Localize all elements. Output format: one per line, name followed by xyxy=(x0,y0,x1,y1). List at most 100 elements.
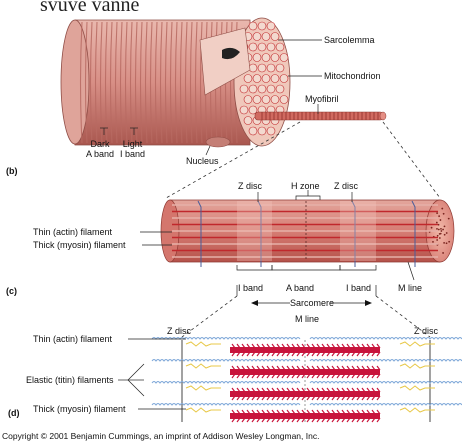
fibril-end xyxy=(267,64,275,72)
actin-filament xyxy=(152,360,300,362)
fibril-end xyxy=(244,96,252,104)
titin-coil xyxy=(186,386,221,390)
fibril-end xyxy=(244,117,252,125)
label-h-zone: H zone xyxy=(291,181,320,191)
actin-filament xyxy=(310,404,462,406)
fibril-end xyxy=(253,96,261,104)
fibril-end xyxy=(249,64,257,72)
label-light-i-band: Light I band xyxy=(120,139,145,159)
fibril-end xyxy=(280,75,288,83)
titin-coil xyxy=(186,408,221,412)
filament-end-dot xyxy=(448,241,450,243)
label-nucleus: Nucleus xyxy=(186,156,219,166)
label-myofibril: Myofibril xyxy=(305,94,339,104)
fibril-end xyxy=(267,127,275,135)
filament-end-dot xyxy=(442,252,444,254)
fibril-end xyxy=(262,33,270,41)
copyright-notice: Copyright © 2001 Benjamin Cummings, an i… xyxy=(2,431,319,441)
fibril-end xyxy=(267,85,275,93)
fibril-end xyxy=(276,43,284,51)
filament-end-dot xyxy=(444,225,446,227)
fibril-end xyxy=(271,75,279,83)
label-z-disc-d-left: Z disc xyxy=(167,326,191,336)
fibril-end xyxy=(262,75,270,83)
filament-end-dot xyxy=(448,218,450,220)
fibril-end xyxy=(267,22,275,30)
label-m-line-c: M line xyxy=(398,283,422,293)
fibril-end xyxy=(258,64,266,72)
actin-filament xyxy=(152,382,300,384)
filament-end-dot xyxy=(431,227,433,229)
fibril-end xyxy=(271,33,279,41)
label-mitochondrion: Mitochondrion xyxy=(324,71,381,81)
fibril-end xyxy=(280,54,288,62)
label-sarcolemma: Sarcolemma xyxy=(324,35,375,45)
fibril-end xyxy=(244,75,252,83)
fibril-end xyxy=(253,54,261,62)
fibril-end xyxy=(249,127,257,135)
filament-end-dot xyxy=(440,228,442,230)
filament-end-dot xyxy=(444,234,446,236)
label-i-band-left: I band xyxy=(238,283,263,293)
filament-end-dot xyxy=(440,230,442,232)
filament-end-dot xyxy=(443,242,445,244)
actin-filament xyxy=(310,360,462,362)
fibril-end xyxy=(258,43,266,51)
nucleus-shape xyxy=(206,137,230,147)
filament-end-dot xyxy=(432,241,434,243)
myofibril-segment xyxy=(161,200,454,267)
filament-end-dot xyxy=(436,212,438,214)
panel-label-b: (b) xyxy=(6,166,18,176)
muscle-fiber xyxy=(61,18,290,147)
fibril-end xyxy=(262,54,270,62)
filament-end-dot xyxy=(436,222,438,224)
fibril-end xyxy=(253,75,261,83)
label-thick-filament-d: Thick (myosin) filament xyxy=(33,404,126,414)
panel-label-d: (d) xyxy=(8,408,20,418)
fibril-end xyxy=(258,85,266,93)
filament-end-dot xyxy=(440,219,442,221)
label-thin-filament-d: Thin (actin) filament xyxy=(33,334,112,344)
label-m-line-d: M line xyxy=(295,314,319,324)
fibril-end xyxy=(249,85,257,93)
label-z-disc-c-left: Z disc xyxy=(238,181,262,191)
filament-end-dot xyxy=(446,232,448,234)
fibril-end xyxy=(271,54,279,62)
label-elastic-titin: Elastic (titin) filaments xyxy=(26,375,114,385)
fibril-end xyxy=(271,96,279,104)
filament-end-dot xyxy=(439,237,441,239)
panel-label-c: (c) xyxy=(6,286,17,296)
myofibril-extended xyxy=(255,112,386,120)
filament-end-dot xyxy=(446,242,448,244)
actin-filament xyxy=(152,404,300,406)
i-band-shade xyxy=(237,201,272,261)
label-thin-filament-c: Thin (actin) filament xyxy=(33,227,112,237)
actin-filament xyxy=(310,338,462,340)
filament-end-dot xyxy=(441,208,443,210)
sarcomere-molecular xyxy=(152,338,462,423)
fibril-end xyxy=(240,85,248,93)
actin-filament xyxy=(310,382,462,384)
filament-end-dot xyxy=(436,239,438,241)
fibril-end xyxy=(262,96,270,104)
filament-end-dot xyxy=(442,229,444,231)
fibril-end xyxy=(267,43,275,51)
label-z-disc-c-right: Z disc xyxy=(334,181,358,191)
label-a-band: A band xyxy=(286,283,314,293)
fibril-end xyxy=(280,96,288,104)
filament-end-dot xyxy=(438,215,440,217)
filament-end-dot xyxy=(436,228,438,230)
label-i-band-right: I band xyxy=(346,283,371,293)
i-band-shade xyxy=(340,201,376,261)
fibril-end xyxy=(240,106,248,114)
fibril-end xyxy=(249,22,257,30)
filament-end-dot xyxy=(437,235,439,237)
fibril-end xyxy=(253,33,261,41)
titin-coil xyxy=(186,364,221,368)
filament-end-dot xyxy=(443,213,445,215)
fibril-end xyxy=(276,85,284,93)
fibril-end xyxy=(249,43,257,51)
label-dark-a-band: Dark A band xyxy=(86,139,114,159)
label-z-disc-d-right: Z disc xyxy=(414,326,438,336)
